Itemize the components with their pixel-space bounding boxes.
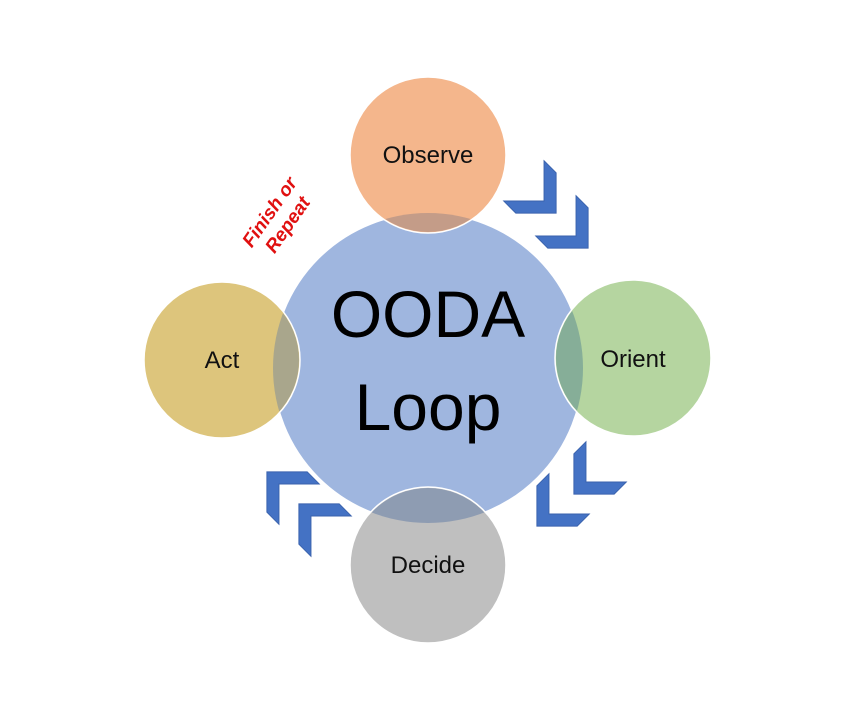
stage-label-observe: Observe [383, 142, 474, 169]
stage-circle-decide [349, 486, 507, 644]
center-title-line2: Loop [355, 370, 502, 444]
finish-or-repeat-annotation: Finish or Repeat [239, 172, 316, 257]
chevron-arrow-orient-decide-icon [553, 441, 627, 515]
stage-label-orient: Orient [600, 346, 666, 373]
stage-circle-orient [554, 279, 712, 437]
stage-label-decide: Decide [391, 552, 466, 579]
stage-circle-observe [349, 76, 507, 234]
stage-circle-act [143, 281, 301, 439]
stage-label-act: Act [205, 347, 240, 374]
chevron-arrow-observe-orient-icon [503, 160, 577, 234]
center-title-line1: OODA [331, 277, 525, 351]
center-circle [272, 212, 584, 524]
